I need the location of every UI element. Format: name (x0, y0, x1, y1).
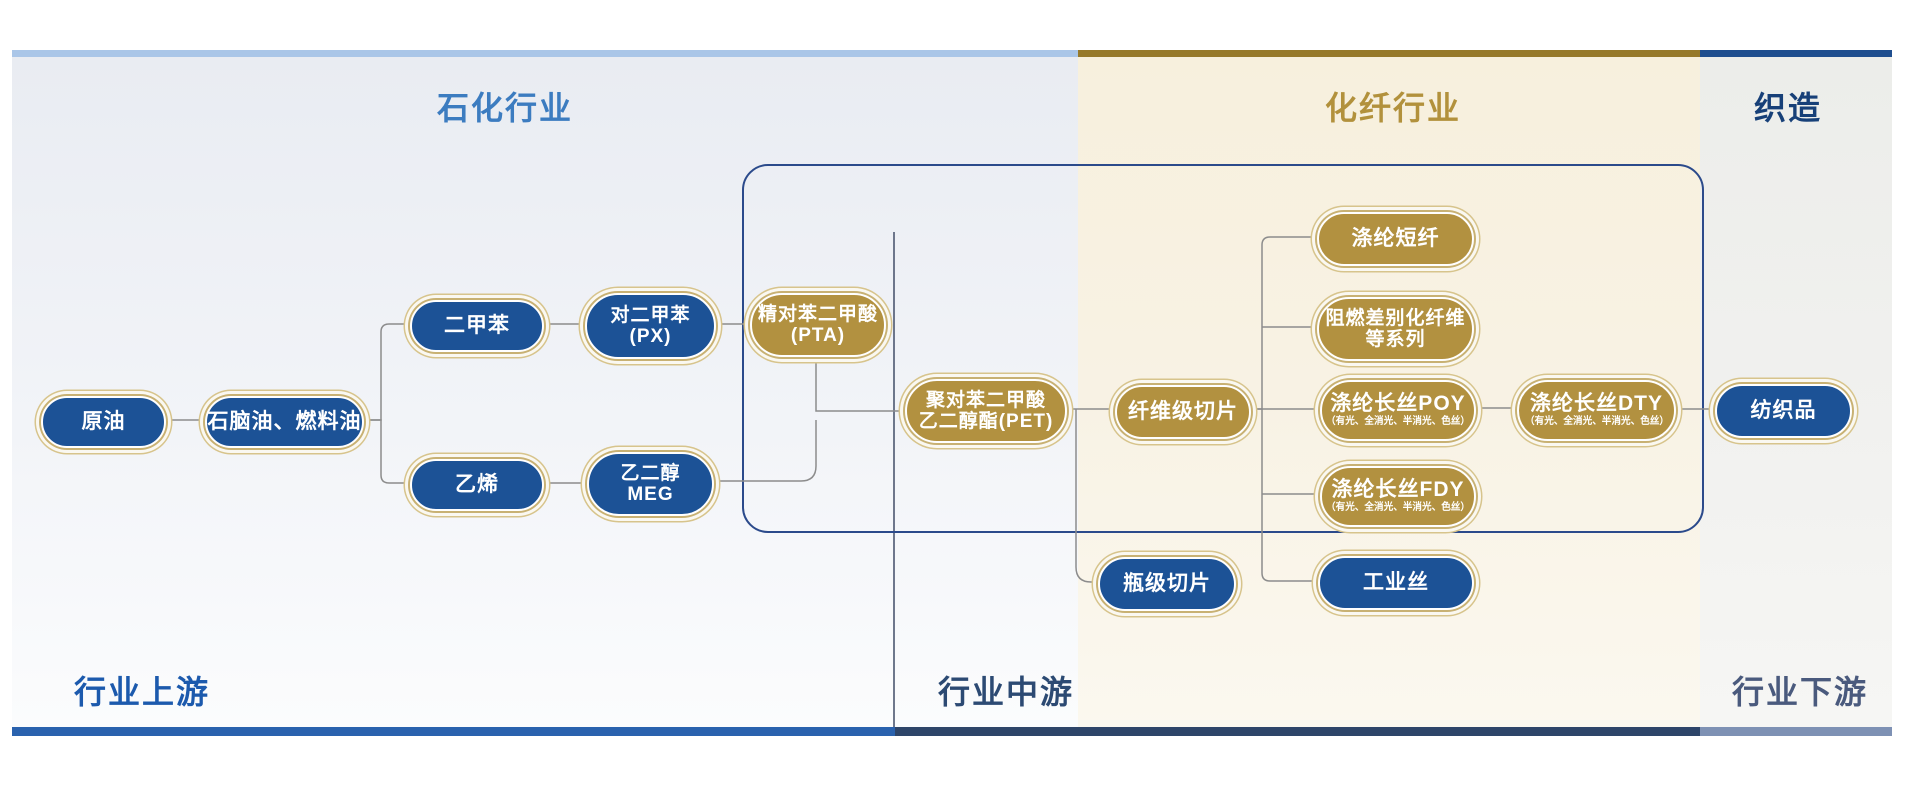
upstream-midstream-divider (893, 232, 895, 727)
midstream-stage-label: 行业中游 (937, 674, 1074, 710)
core-chain-outline-box (742, 164, 1704, 533)
node-pta-label-line2: (PTA) (790, 325, 846, 346)
node-crude-oil-label: 原油 (81, 410, 126, 434)
node-ethylene: 乙烯 (410, 459, 544, 511)
node-pet-label: 聚对苯二甲酸 (925, 389, 1046, 411)
node-bottle-chip-label: 瓶级切片 (1123, 572, 1211, 596)
node-poy-subtext: （有光、全消光、半消光、色丝） (1326, 416, 1470, 427)
node-naphtha: 石脑油、燃料油 (205, 396, 364, 448)
node-textiles: 纺织品 (1715, 384, 1852, 438)
weaving-section-title: 织造 (1753, 90, 1822, 126)
node-dty: 涤纶长丝DTY（有光、全消光、半消光、色丝） (1517, 380, 1676, 441)
node-dty-subtext: （有光、全消光、半消光、色丝） (1524, 416, 1669, 427)
node-fiber-chip-label: 纤维级切片 (1128, 400, 1238, 424)
node-pet: 聚对苯二甲酸乙二醇酯(PET) (905, 379, 1067, 443)
upstream-bottom-bar (12, 727, 895, 736)
weaving-top-bar (1700, 50, 1892, 57)
node-flame-retardant-label-line2: 等系列 (1365, 329, 1426, 350)
chemfiber-section-title: 化纤行业 (1324, 90, 1461, 126)
node-bottle-chip: 瓶级切片 (1098, 557, 1236, 611)
node-fdy-label: 涤纶长丝FDY (1331, 478, 1465, 502)
node-pta: 精对苯二甲酸(PTA) (750, 293, 886, 357)
node-ethylene-label: 乙烯 (455, 473, 499, 497)
node-poy: 涤纶长丝POY（有光、全消光、半消光、色丝） (1320, 380, 1476, 441)
node-flame-retardant-label: 阻燃差别化纤维 (1325, 307, 1466, 329)
node-flame-retardant: 阻燃差别化纤维等系列 (1317, 297, 1474, 361)
midstream-bottom-bar (895, 727, 1700, 736)
node-staple: 涤纶短纤 (1317, 212, 1474, 266)
node-px: 对二甲苯(PX) (585, 293, 716, 359)
node-dty-label: 涤纶长丝DTY (1530, 392, 1663, 416)
chemfiber-top-bar (1078, 50, 1700, 57)
node-meg-label: 乙二醇 (620, 462, 681, 484)
node-fdy: 涤纶长丝FDY（有光、全消光、半消光、色丝） (1320, 466, 1476, 527)
downstream-stage-label: 行业下游 (1731, 674, 1868, 710)
node-industrial-yarn-label: 工业丝 (1363, 571, 1429, 595)
node-fiber-chip: 纤维级切片 (1115, 385, 1251, 439)
petrochemical-top-bar (12, 50, 1078, 57)
upstream-stage-label: 行业上游 (73, 674, 210, 710)
node-px-label-line2: (PX) (629, 326, 672, 347)
node-meg-label-line2: MEG (627, 484, 674, 505)
node-staple-label: 涤纶短纤 (1351, 227, 1440, 251)
downstream-bottom-bar (1700, 727, 1892, 736)
node-xylene: 二甲苯 (410, 300, 544, 352)
node-px-label: 对二甲苯 (610, 304, 691, 326)
node-industrial-yarn: 工业丝 (1318, 556, 1474, 610)
petrochemical-section-title: 石化行业 (436, 90, 573, 126)
node-poy-label: 涤纶长丝POY (1330, 392, 1466, 416)
node-pet-label-line2: 乙二醇酯(PET) (918, 411, 1054, 432)
node-textiles-label: 纺织品 (1750, 399, 1817, 423)
node-fdy-subtext: （有光、全消光、半消光、色丝） (1326, 502, 1470, 513)
node-crude-oil: 原油 (41, 396, 166, 448)
node-pta-label: 精对苯二甲酸 (757, 303, 878, 325)
node-naphtha-label: 石脑油、燃料油 (207, 410, 362, 434)
node-xylene-label: 二甲苯 (444, 314, 510, 338)
